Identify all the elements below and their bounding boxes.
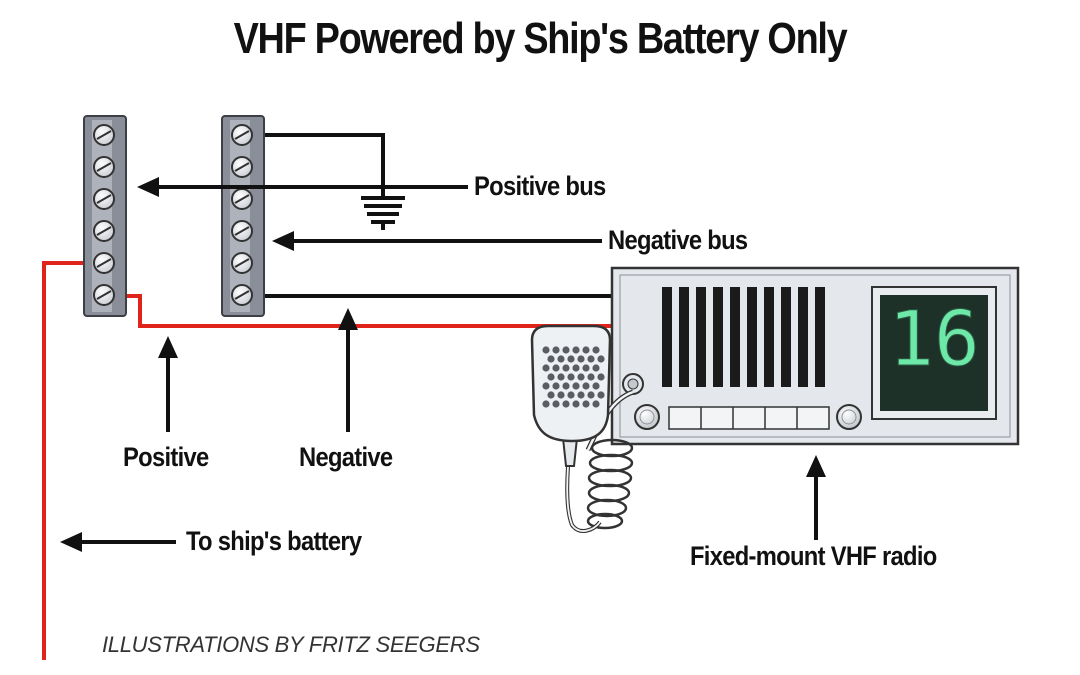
ground-symbol-icon	[361, 196, 405, 230]
positive-wire	[110, 294, 612, 328]
channel-display	[871, 286, 997, 420]
speaker-grille	[662, 287, 825, 387]
screw-icon	[93, 156, 115, 178]
screw-icon	[93, 284, 115, 306]
screw-icon	[93, 220, 115, 242]
vhf-radio	[610, 266, 1020, 446]
negative-bus-label: Negative bus	[608, 225, 748, 255]
mic-jack-icon	[622, 373, 644, 395]
channel-number: 16	[888, 294, 980, 383]
right-knob-icon	[836, 404, 862, 430]
negative-bus-arrow-icon	[272, 231, 602, 251]
screw-icon	[231, 188, 253, 210]
positive-bus-label: Positive bus	[474, 171, 606, 201]
radio-label: Fixed-mount VHF radio	[690, 541, 937, 571]
diagram-title: VHF Powered by Ship's Battery Only	[233, 14, 848, 63]
negative-arrow-icon	[338, 308, 358, 432]
battery-label: To ship's battery	[186, 526, 362, 556]
radio-arrow-icon	[806, 455, 826, 540]
left-knob-icon	[634, 404, 660, 430]
screw-icon	[231, 124, 253, 146]
negative-label: Negative	[299, 442, 393, 472]
screw-icon	[93, 188, 115, 210]
positive-bus-arrow-icon	[137, 177, 468, 197]
screw-icon	[93, 252, 115, 274]
battery-arrow-icon	[60, 532, 176, 552]
illustration-credit: ILLUSTRATIONS BY FRITZ SEEGERS	[102, 632, 480, 657]
positive-arrow-icon	[158, 336, 178, 432]
screw-icon	[231, 284, 253, 306]
screw-icon	[231, 156, 253, 178]
screw-icon	[93, 124, 115, 146]
ground-connection	[245, 133, 385, 198]
screw-icon	[231, 252, 253, 274]
battery-wire	[42, 261, 95, 660]
microphone-icon	[530, 324, 634, 533]
mic-grille	[542, 346, 605, 408]
screw-icon	[231, 220, 253, 242]
radio-buttons-row	[668, 406, 830, 430]
positive-label: Positive	[123, 442, 209, 472]
